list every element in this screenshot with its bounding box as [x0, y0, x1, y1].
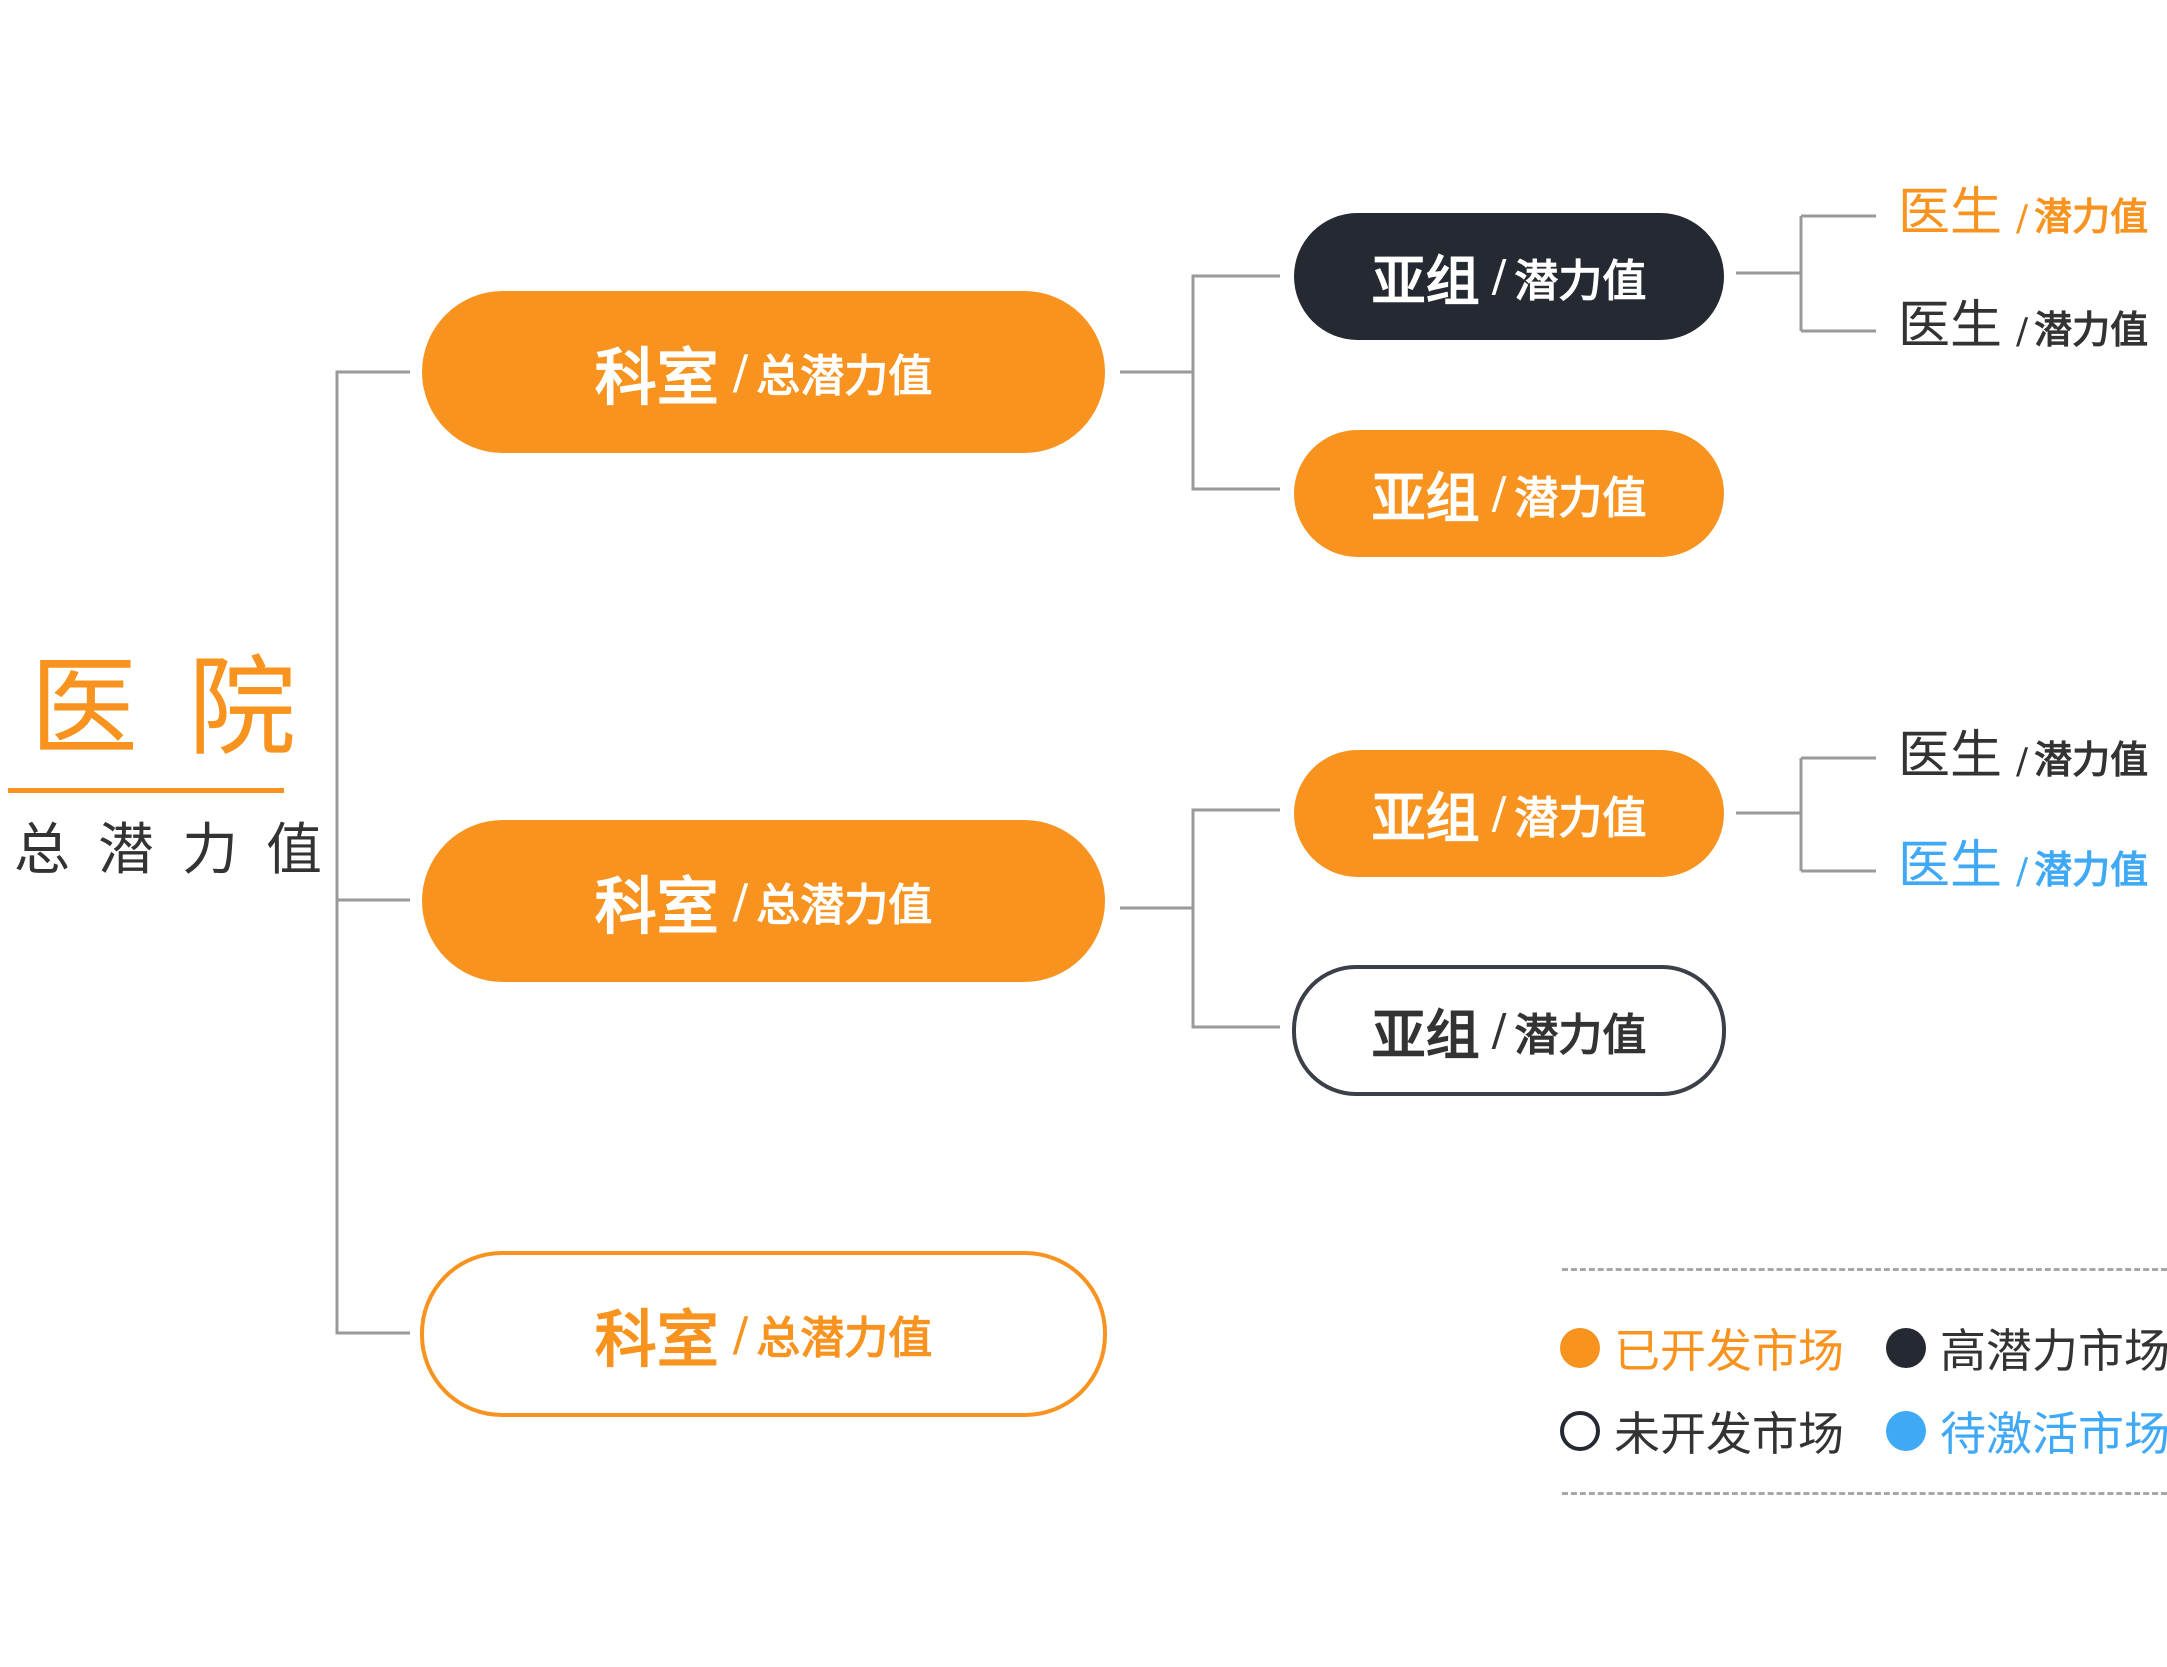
doctor-node-1-1-2[interactable]: 医生 / 潜力值 — [1898, 283, 2148, 358]
separator: / — [732, 345, 749, 399]
doctor-label: 医生 — [1898, 296, 2003, 356]
legend-label: 待激活市场 — [1940, 1407, 2167, 1461]
separator: / — [2016, 198, 2029, 239]
legend-item-to-activate: 待激活市场 — [1886, 1398, 2167, 1464]
connector-line — [335, 370, 410, 1335]
doctor-node-2-1-2[interactable]: 医生 / 潜力值 — [1898, 823, 2148, 898]
legend-item-developed: 已开发市场 — [1560, 1315, 1844, 1381]
root-subtitle: 总潜力值 — [14, 818, 350, 883]
subgroup-label: 亚组 — [1371, 250, 1480, 313]
department-value-label: 总潜力值 — [756, 351, 933, 402]
separator: / — [2016, 741, 2029, 782]
legend-dot-icon — [1560, 1328, 1600, 1368]
separator: / — [732, 1307, 749, 1361]
department-node-3[interactable]: 科室 / 总潜力值 — [420, 1251, 1107, 1417]
subgroup-label: 亚组 — [1371, 467, 1480, 530]
department-node-2[interactable]: 科室 / 总潜力值 — [422, 820, 1105, 982]
department-node-1[interactable]: 科室 / 总潜力值 — [422, 291, 1105, 453]
subgroup-label: 亚组 — [1371, 1004, 1480, 1067]
department-label: 科室 — [594, 870, 719, 943]
doctor-node-2-1-1[interactable]: 医生 / 潜力值 — [1898, 713, 2148, 788]
doctor-label: 医生 — [1898, 183, 2003, 243]
subgroup-node-2-2[interactable]: 亚组 / 潜力值 — [1292, 965, 1726, 1096]
doctor-label: 医生 — [1898, 836, 2003, 896]
connector-line — [1120, 808, 1280, 1029]
legend-divider-top — [1562, 1268, 2167, 1271]
legend-dot-icon — [1886, 1328, 1926, 1368]
legend-divider-bottom — [1562, 1492, 2167, 1495]
separator: / — [2016, 311, 2029, 352]
doctor-value-label: 潜力值 — [2034, 195, 2149, 239]
department-value-label: 总潜力值 — [756, 880, 933, 931]
legend-circle-icon — [1560, 1411, 1600, 1451]
subgroup-node-1-1[interactable]: 亚组 / 潜力值 — [1294, 213, 1724, 340]
doctor-node-1-1-1[interactable]: 医生 / 潜力值 — [1898, 170, 2148, 245]
legend-item-undeveloped: 未开发市场 — [1560, 1398, 1844, 1464]
legend-label: 未开发市场 — [1614, 1407, 1844, 1461]
connector-line — [1736, 214, 1876, 333]
separator: / — [1491, 251, 1507, 302]
connector-line — [1120, 274, 1280, 491]
subgroup-value-label: 潜力值 — [1514, 472, 1647, 524]
subgroup-label: 亚组 — [1371, 787, 1480, 850]
department-label: 科室 — [594, 341, 719, 414]
doctor-value-label: 潜力值 — [2034, 848, 2149, 892]
separator: / — [1491, 788, 1507, 839]
doctor-label: 医生 — [1898, 726, 2003, 786]
root-title: 医院 — [30, 646, 347, 771]
separator: / — [732, 874, 749, 928]
subgroup-node-1-2[interactable]: 亚组 / 潜力值 — [1294, 430, 1724, 557]
separator: / — [1491, 468, 1507, 519]
department-label: 科室 — [594, 1303, 719, 1376]
legend-label: 高潜力市场 — [1940, 1324, 2167, 1378]
subgroup-node-2-1[interactable]: 亚组 / 潜力值 — [1294, 750, 1724, 877]
subgroup-value-label: 潜力值 — [1514, 792, 1647, 844]
legend-item-high-potential: 高潜力市场 — [1886, 1315, 2167, 1381]
doctor-value-label: 潜力值 — [2034, 738, 2149, 782]
legend-dot-icon — [1886, 1411, 1926, 1451]
department-value-label: 总潜力值 — [756, 1313, 933, 1364]
doctor-value-label: 潜力值 — [2034, 308, 2149, 352]
separator: / — [2016, 851, 2029, 892]
subgroup-value-label: 潜力值 — [1514, 1009, 1647, 1061]
connector-line — [1736, 756, 1876, 873]
subgroup-value-label: 潜力值 — [1514, 255, 1647, 307]
legend-label: 已开发市场 — [1614, 1324, 1844, 1378]
separator: / — [1491, 1005, 1507, 1056]
root-divider — [8, 788, 284, 793]
